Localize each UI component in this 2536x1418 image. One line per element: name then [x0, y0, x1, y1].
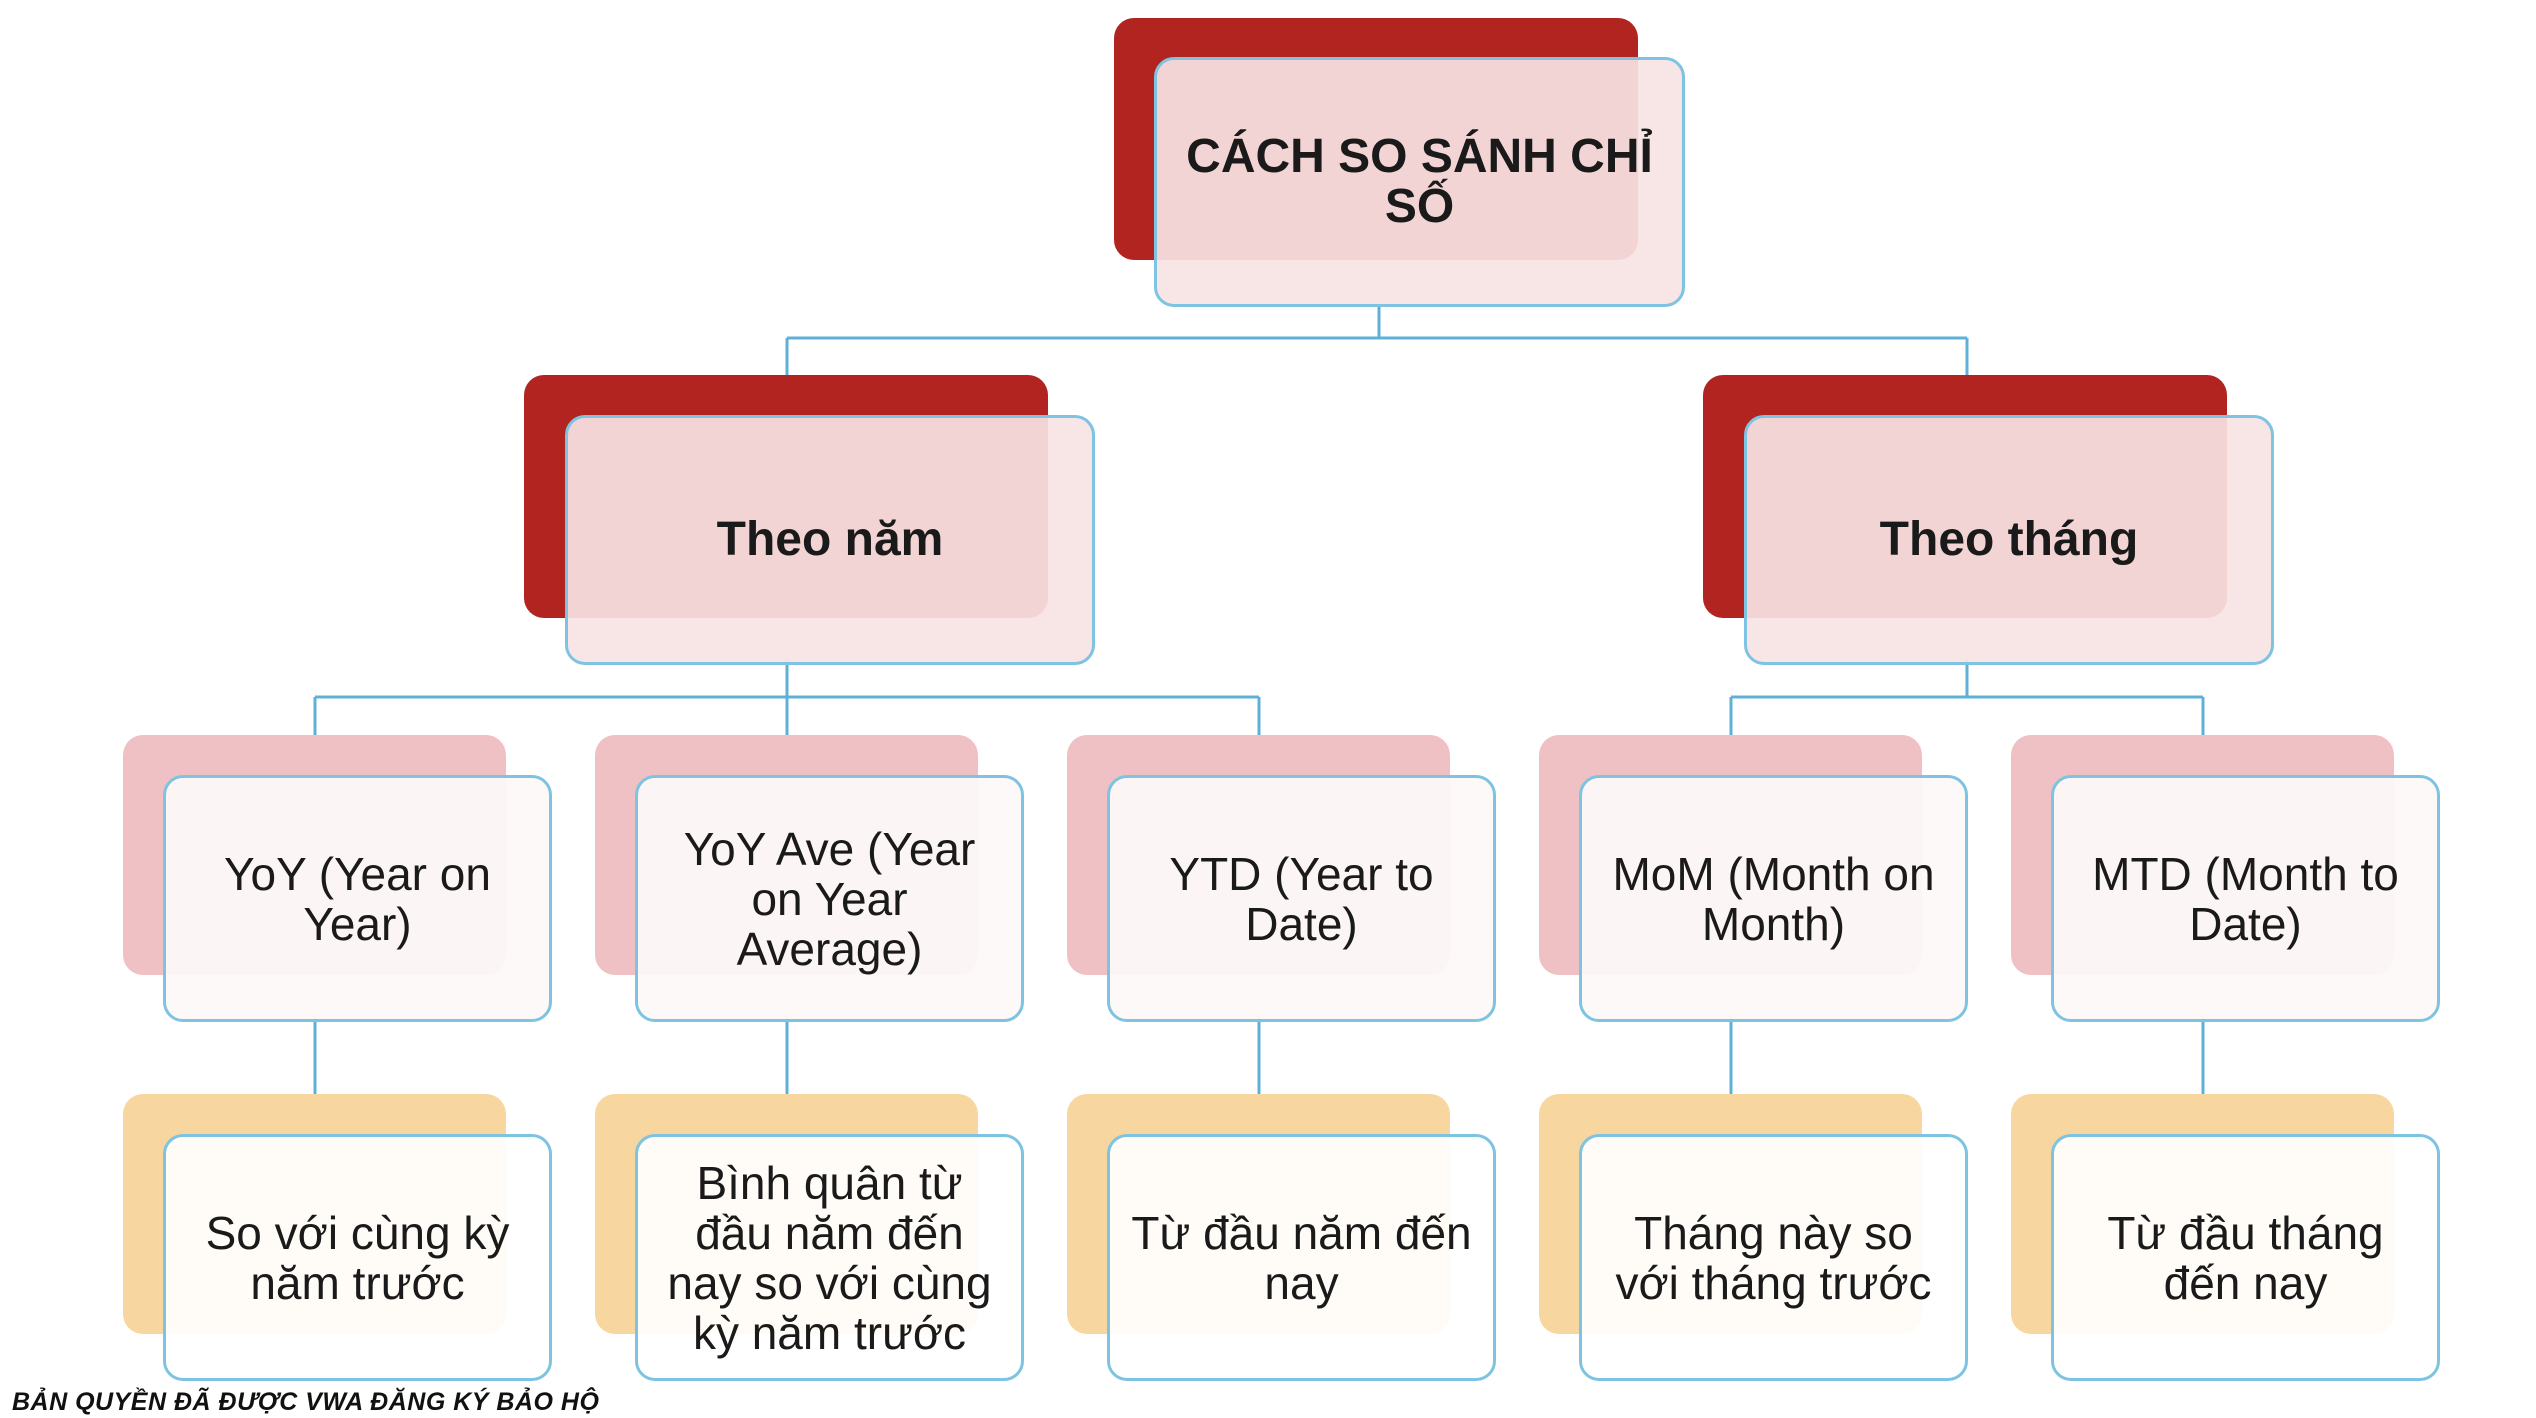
copyright-notice: BẢN QUYỀN ĐÃ ĐƯỢC VWA ĐĂNG KÝ BẢO HỘ [12, 1388, 600, 1416]
root-node-label: CÁCH SO SÁNH CHỈ SỐ [1186, 130, 1653, 233]
root-node-card: CÁCH SO SÁNH CHỈ SỐ [1154, 57, 1685, 307]
metric-yoy-ave-label: YoY Ave (Year on Year Average) [683, 822, 976, 975]
metric-yoy-ave-card: YoY Ave (Year on Year Average) [635, 775, 1024, 1022]
branch-theo-thang-label: Theo tháng [1879, 513, 2139, 566]
connector-level2-to-level3 [313, 1017, 2205, 1094]
branch-theo-thang-card: Theo tháng [1744, 415, 2274, 665]
metric-mom-label: MoM (Month on Month) [1612, 847, 1935, 950]
metric-mtd-card: MTD (Month to Date) [2051, 775, 2440, 1022]
metric-ytd-card: YTD (Year to Date) [1107, 775, 1496, 1022]
metric-ytd-label: YTD (Year to Date) [1169, 847, 1434, 950]
description-ytd-card: Từ đầu năm đến nay [1107, 1134, 1496, 1381]
description-mtd-text: Từ đầu tháng đến nay [2107, 1206, 2384, 1309]
branch-theo-nam-label: Theo năm [716, 513, 944, 566]
metric-mtd-label: MTD (Month to Date) [2092, 847, 2399, 950]
metric-mom-card: MoM (Month on Month) [1579, 775, 1968, 1022]
branch-theo-nam-card: Theo năm [565, 415, 1095, 665]
description-yoy-ave-card: Bình quân từ đầu năm đến nay so với cùng… [635, 1134, 1024, 1381]
description-mom-text: Tháng này so với tháng trước [1615, 1206, 1932, 1309]
description-mom-card: Tháng này so với tháng trước [1579, 1134, 1968, 1381]
connector-root-to-level1 [785, 305, 1969, 375]
description-ytd-text: Từ đầu năm đến nay [1131, 1206, 1472, 1309]
connector-theo-thang-to-children [1729, 660, 2205, 775]
description-yoy-card: So với cùng kỳ năm trước [163, 1134, 552, 1381]
description-mtd-card: Từ đầu tháng đến nay [2051, 1134, 2440, 1381]
description-yoy-text: So với cùng kỳ năm trước [205, 1206, 510, 1309]
metric-yoy-label: YoY (Year on Year) [224, 847, 491, 950]
metric-yoy-card: YoY (Year on Year) [163, 775, 552, 1022]
description-yoy-ave-text: Bình quân từ đầu năm đến nay so với cùng… [667, 1156, 992, 1359]
